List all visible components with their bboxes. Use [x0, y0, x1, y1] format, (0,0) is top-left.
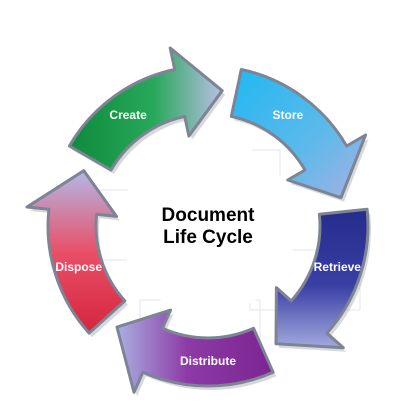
arrow-dispose [25, 169, 127, 335]
stage-label-retrieve: Retrieve [314, 260, 362, 274]
stage-label-distribute: Distribute [180, 354, 236, 368]
center-hole [120, 138, 296, 314]
stage-label-store: Store [273, 108, 304, 122]
center-title-line2: Life Cycle [163, 227, 253, 248]
arrow-retrieve [274, 207, 370, 350]
arrows-layer [25, 46, 371, 397]
stage-label-create: Create [109, 108, 147, 122]
arrow-distribute [115, 308, 275, 394]
arrow-store [229, 68, 368, 200]
stage-label-dispose: Dispose [55, 260, 102, 274]
arrow-create [67, 46, 224, 172]
center-title-line1: Document [162, 205, 256, 226]
